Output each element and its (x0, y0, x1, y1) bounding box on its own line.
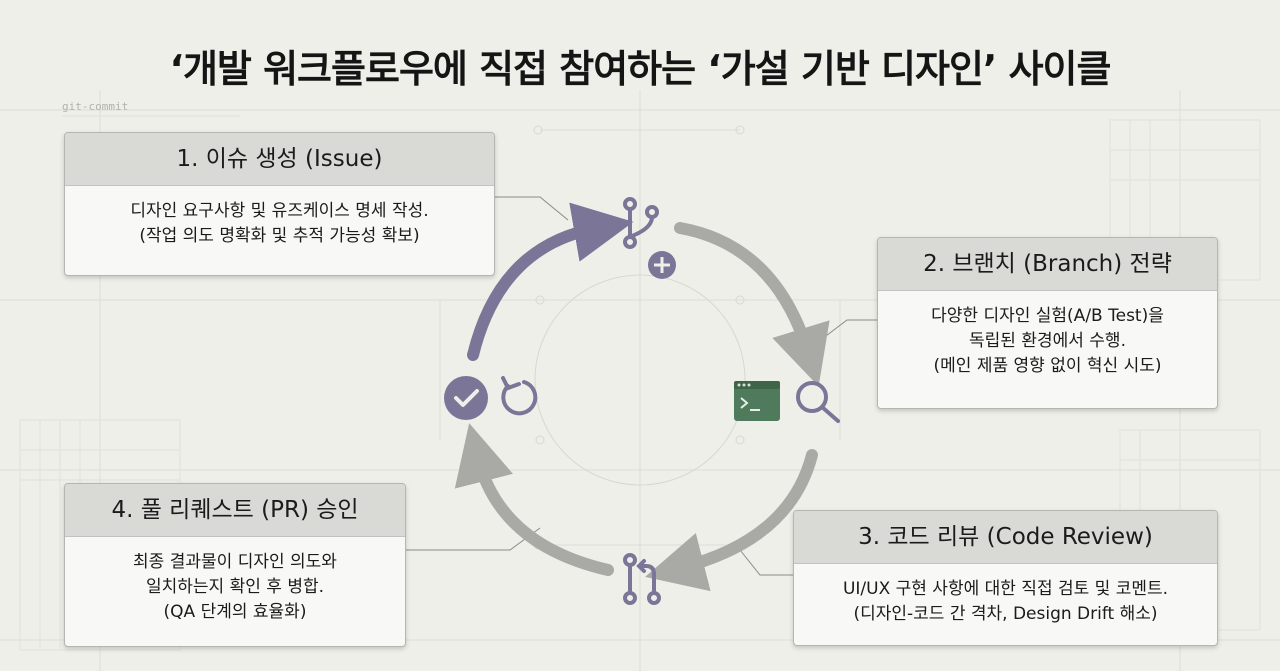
step-line: (QA 단계의 효율화) (163, 602, 307, 622)
terminal-icon (734, 381, 780, 421)
step-line: 디자인 요구사항 및 유즈케이스 명세 작성. (130, 201, 429, 221)
step-line: 최종 결과물이 디자인 의도와 (133, 552, 337, 572)
plus-circle-icon (648, 251, 676, 279)
step-description: UI/UX 구현 사항에 대한 직접 검토 및 코멘트. (디자인-코드 간 격… (794, 564, 1217, 627)
arrow-review-to-pr (454, 423, 614, 576)
magnifier-icon (796, 381, 840, 423)
connector-review (739, 549, 793, 576)
step-line: (메인 제품 영향 없이 혁신 시도) (933, 356, 1162, 376)
step-line: 일치하는지 확인 후 병합. (145, 577, 324, 597)
step-heading: 1. 이슈 생성 (Issue) (65, 133, 494, 186)
arrow-pr-to-issue (467, 202, 634, 361)
step-heading: 3. 코드 리뷰 (Code Review) (794, 511, 1217, 564)
step-line: (디자인-코드 간 격차, Design Drift 해소) (853, 604, 1158, 624)
git-commit-label: git-commit (62, 100, 129, 113)
step-card-review: 3. 코드 리뷰 (Code Review) UI/UX 구현 사항에 대한 직… (793, 510, 1218, 646)
step-card-issue: 1. 이슈 생성 (Issue) 디자인 요구사항 및 유즈케이스 명세 작성.… (64, 132, 495, 276)
step-line: UI/UX 구현 사항에 대한 직접 검토 및 코멘트. (842, 579, 1169, 599)
step-heading: 2. 브랜치 (Branch) 전략 (878, 238, 1217, 291)
step-card-branch: 2. 브랜치 (Branch) 전략 다양한 디자인 실험(A/B Test)을… (877, 237, 1218, 409)
step-line: 다양한 디자인 실험(A/B Test)을 (931, 306, 1164, 326)
pull-request-icon (623, 553, 661, 605)
step-heading: 4. 풀 리퀘스트 (PR) 승인 (65, 484, 405, 537)
page-title: ‘개발 워크플로우에 직접 참여하는 ‘가설 기반 디자인’ 사이클 (169, 47, 1112, 91)
refresh-icon (501, 376, 538, 416)
connector-issue (493, 196, 569, 221)
step-line: (작업 의도 명확화 및 추적 가능성 확보) (139, 226, 420, 246)
arrow-issue-to-branch (674, 222, 830, 387)
git-branch-icon (623, 197, 659, 249)
check-circle-icon (444, 376, 488, 420)
step-description: 디자인 요구사항 및 유즈케이스 명세 작성. (작업 의도 명확화 및 추적 … (65, 186, 494, 249)
step-card-pr: 4. 풀 리퀘스트 (PR) 승인 최종 결과물이 디자인 의도와 일치하는지 … (64, 483, 406, 647)
step-description: 최종 결과물이 디자인 의도와 일치하는지 확인 후 병합. (QA 단계의 효… (65, 537, 405, 625)
arrow-branch-to-review (645, 449, 818, 592)
connector-branch (817, 319, 877, 343)
step-line: 독립된 환경에서 수행. (969, 331, 1126, 351)
step-description: 다양한 디자인 실험(A/B Test)을 독립된 환경에서 수행. (메인 제… (878, 291, 1217, 379)
